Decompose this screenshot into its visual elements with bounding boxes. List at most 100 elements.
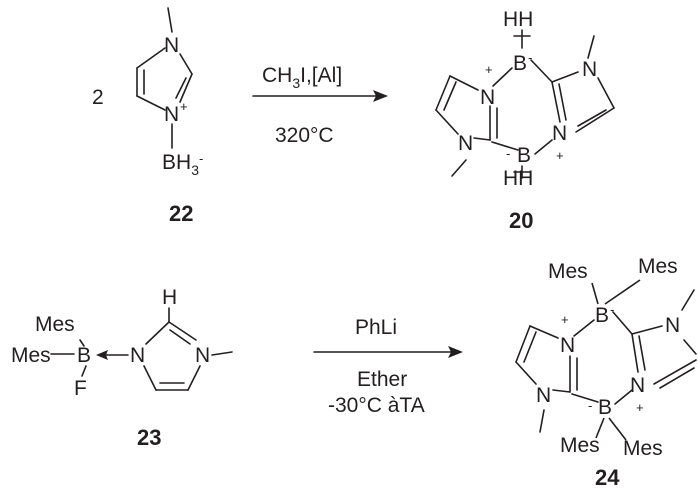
atom-hh: HH	[503, 8, 533, 31]
bond	[145, 321, 170, 345]
arrow-head	[373, 90, 388, 102]
bond	[79, 339, 85, 347]
bond	[612, 311, 633, 335]
atom-b: B	[595, 304, 609, 327]
bond	[608, 417, 627, 441]
atom-mes: Mes	[11, 344, 51, 367]
atom-b: B	[513, 52, 527, 75]
bond	[653, 359, 697, 385]
bond	[534, 139, 553, 155]
bond	[681, 289, 695, 311]
atom-b: B	[77, 344, 91, 367]
charge-minus: -	[528, 50, 532, 65]
bond	[604, 279, 641, 305]
bond	[443, 81, 457, 111]
bond	[168, 321, 197, 341]
bond	[551, 71, 579, 83]
bond	[449, 75, 479, 91]
bond	[81, 365, 87, 377]
atom-n: N	[195, 344, 210, 367]
bond	[136, 47, 166, 69]
atom-n: N	[164, 34, 179, 57]
bond	[179, 53, 193, 75]
bond	[631, 333, 639, 373]
atom-n: N	[665, 314, 680, 337]
atom-n: N	[630, 374, 645, 397]
bond	[558, 83, 567, 121]
compound-number-24: 24	[595, 465, 620, 490]
atom-mes: Mes	[560, 434, 600, 457]
bond	[175, 77, 187, 99]
atom-mes: Mes	[623, 437, 663, 460]
bond	[435, 109, 459, 135]
bond	[595, 417, 605, 439]
bond	[591, 282, 599, 305]
charge-plus: +	[485, 62, 493, 77]
bond	[597, 77, 615, 109]
atom-n: N	[536, 384, 551, 407]
compound-number-23: 23	[137, 425, 161, 450]
bond	[143, 365, 157, 391]
bond	[492, 67, 513, 87]
arrow-head	[448, 346, 463, 358]
atom-mes: Mes	[638, 255, 678, 278]
bond	[573, 319, 595, 337]
atom-n: N	[130, 344, 145, 367]
bond	[571, 393, 599, 403]
atom-n: N	[458, 132, 473, 155]
atom-bh3: BH3-	[162, 151, 203, 178]
bond	[211, 351, 233, 356]
charge-minus: -	[610, 302, 614, 317]
bond	[167, 7, 173, 33]
atom-mes: Mes	[35, 313, 75, 336]
atom-f: F	[74, 377, 87, 400]
bond	[529, 325, 559, 339]
compound-20-structure: HH B - N + N B - HH N + N	[435, 8, 615, 190]
reagent-label: CH3I,[Al]	[262, 64, 342, 91]
atom-mes: Mes	[548, 260, 588, 283]
compound-number-22: 22	[169, 201, 193, 226]
atom-n: N	[552, 122, 567, 145]
condition-label: -30°C àTA	[328, 394, 425, 417]
atom-n: N	[164, 103, 179, 126]
atom-hh: HH	[503, 167, 533, 190]
reaction-arrow-2: PhLi Ether -30°C àTA	[313, 316, 463, 417]
bond	[683, 339, 697, 355]
bond	[530, 59, 553, 83]
compound-number-20: 20	[509, 208, 533, 233]
bond	[491, 141, 519, 151]
charge-plus: +	[636, 400, 644, 415]
stoichiometry-coefficient: 2	[92, 86, 104, 109]
charge-plus: +	[180, 99, 188, 114]
bond	[523, 331, 537, 363]
bond	[451, 159, 467, 177]
bond	[539, 409, 545, 433]
atom-b: B	[598, 396, 612, 419]
bond	[587, 35, 595, 59]
bond	[552, 389, 571, 393]
bond	[179, 73, 193, 103]
charge-plus: +	[561, 312, 569, 327]
bond	[515, 325, 531, 363]
bond	[631, 325, 663, 335]
charge-minus: -	[506, 146, 510, 161]
bond	[136, 95, 166, 111]
bond	[473, 137, 491, 141]
compound-22-structure: 2 N N + BH3-	[92, 7, 203, 178]
bond	[435, 75, 451, 111]
bond	[659, 367, 695, 389]
atom-n: N	[480, 86, 495, 109]
condition-label: 320°C	[275, 124, 334, 147]
bond	[638, 335, 646, 371]
bond	[169, 329, 191, 345]
atom-b: B	[517, 144, 531, 167]
atom-h: H	[162, 286, 177, 309]
charge-minus: -	[588, 398, 592, 413]
bond	[575, 107, 615, 133]
compound-23-structure: Mes Mes B F N H N	[11, 286, 233, 400]
reaction-arrow-1: CH3I,[Al] 320°C	[252, 64, 388, 147]
charge-plus: +	[556, 148, 564, 163]
bond	[515, 361, 537, 385]
dative-arrow-head	[96, 350, 108, 360]
